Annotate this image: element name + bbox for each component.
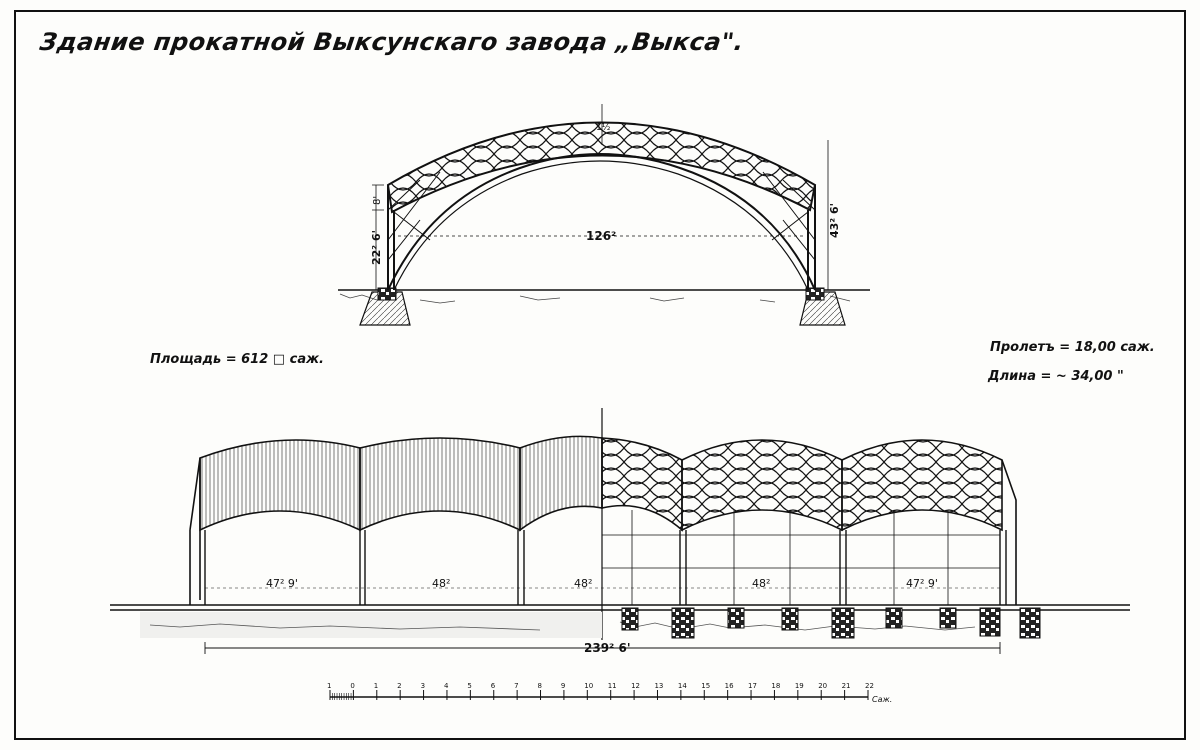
scale-tick-label: 6 <box>491 682 496 690</box>
bay-5-label: 47² 9' <box>906 577 938 590</box>
cross-section: 126² 43² 6' 22² 6' 8' 1½ <box>338 104 870 326</box>
scale-tick-label: 20 <box>818 682 827 690</box>
frame-top <box>14 10 1186 12</box>
area-note: Площадь = 612 □ саж. <box>150 352 324 367</box>
scale-tick-label: 17 <box>748 682 757 690</box>
left-columns <box>204 530 525 605</box>
bay-2-label: 48² <box>432 577 450 590</box>
scale-tick-label: 9 <box>561 682 565 690</box>
left-end-wall <box>189 457 201 605</box>
scale-tick-label: 21 <box>842 682 851 690</box>
scale-bar-unit: Саж. <box>872 695 892 704</box>
scale-tick-label: 5 <box>467 682 471 690</box>
scale-tick-label: 8 <box>538 682 542 690</box>
scale-tick-label: 18 <box>771 682 780 690</box>
right-columns <box>679 530 1007 605</box>
left-roof-bay-2 <box>359 437 521 532</box>
left-column <box>387 185 395 290</box>
span-note: Пролетъ = 18,00 саж. <box>990 340 1155 355</box>
scale-tick-label: 14 <box>678 682 687 690</box>
frame-right <box>1184 10 1186 740</box>
scale-tick-label: 0 <box>350 682 354 690</box>
scale-tick-label: 15 <box>701 682 710 690</box>
right-bracing <box>762 171 816 261</box>
scale-tick-label: 4 <box>444 682 449 690</box>
scale-tick-label: 1 <box>327 682 331 690</box>
scale-tick-label: 19 <box>795 682 804 690</box>
ground-texture <box>339 293 851 304</box>
left-roof-bay-1 <box>199 439 361 532</box>
frame-bottom <box>14 738 1186 740</box>
total-length-dim-line <box>204 642 1001 654</box>
scale-tick-label: 22 <box>865 682 874 690</box>
scale-tick-label: 11 <box>608 682 617 690</box>
left-ground-fill <box>140 612 602 638</box>
scale-tick-label: 3 <box>421 682 425 690</box>
span-label: 126² <box>586 229 616 243</box>
scale-tick-label: 1 <box>374 682 378 690</box>
frame-left <box>14 10 16 740</box>
column-dim-line <box>372 184 384 290</box>
bay-4-label: 48² <box>752 577 770 590</box>
right-roof-bay-2 <box>681 439 843 532</box>
right-roof-bay-1 <box>601 437 683 532</box>
left-roof-bay-3 <box>519 435 603 532</box>
scale-tick-label: 2 <box>397 682 401 690</box>
scale-tick-label: 16 <box>725 682 734 690</box>
bay-3-label: 48² <box>574 577 592 590</box>
elevation-ground <box>110 604 1130 611</box>
scale-tick-label: 12 <box>631 682 640 690</box>
elevation: 47² 9' 48² 48² 48² 47² 9' 239² 6' <box>110 408 1130 655</box>
ground-scribble <box>149 621 976 631</box>
right-end-wall <box>1001 459 1017 605</box>
left-bracing <box>387 171 441 261</box>
length-note: Длина = ~ 34,00 " <box>988 369 1124 384</box>
truss-depth-label: 8' <box>372 196 383 205</box>
bay-1-label: 47² 9' <box>266 577 298 590</box>
left-foundation <box>359 291 411 326</box>
right-roof-bay-3 <box>841 439 1003 532</box>
total-height-label: 43² 6' <box>828 203 841 238</box>
inner-arch-2 <box>393 160 809 291</box>
inner-arch <box>387 153 816 291</box>
scale-tick-label: 13 <box>654 682 663 690</box>
scale-tick-label: 10 <box>584 682 593 690</box>
crown-depth-label: 1½ <box>596 123 611 133</box>
right-column <box>807 185 816 290</box>
scale-tick-label: 7 <box>514 682 518 690</box>
piers <box>621 607 1041 639</box>
column-height-label: 22² 6' <box>370 230 383 265</box>
roof-lattice <box>386 121 817 214</box>
total-length-label: 239² 6' <box>584 641 631 655</box>
window-grid <box>602 510 1000 605</box>
